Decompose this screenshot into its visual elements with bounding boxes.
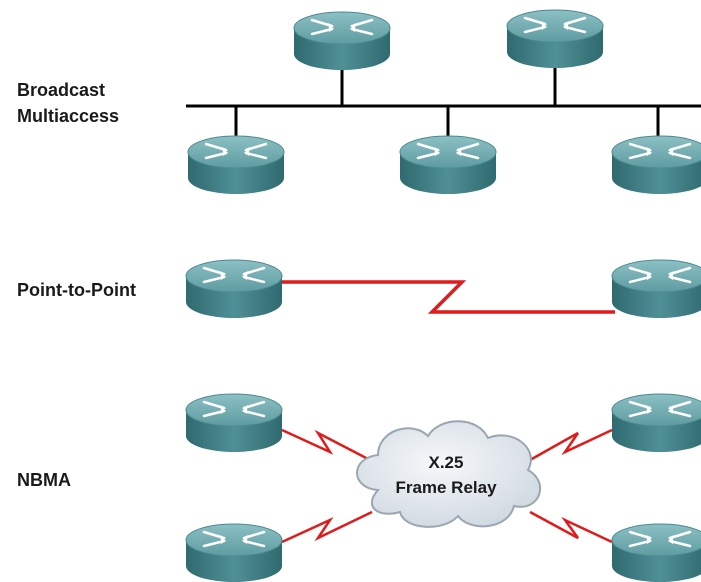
router-icon (610, 522, 701, 582)
router-icon (398, 134, 498, 196)
router-icon (186, 134, 286, 196)
cloud-icon (356, 420, 542, 528)
nbma-serial-links (281, 428, 613, 544)
router-icon (184, 258, 284, 320)
router-icon (184, 522, 284, 582)
cloud-label-line2: Frame Relay (395, 478, 497, 497)
router-icon (610, 392, 701, 454)
label-broadcast-line2: Multiaccess (17, 106, 119, 126)
router-icon (505, 8, 605, 70)
router-icon (610, 258, 701, 320)
point-to-point-serial-link (282, 280, 615, 314)
label-nbma: NBMA (17, 470, 71, 490)
router-icon (184, 392, 284, 454)
router-icon (292, 10, 392, 72)
cloud-label-line1: X.25 (429, 453, 464, 472)
router-icon (610, 134, 701, 196)
broadcast-bus (186, 68, 701, 140)
label-point-to-point: Point-to-Point (17, 280, 136, 300)
label-broadcast-line1: Broadcast (17, 80, 105, 100)
